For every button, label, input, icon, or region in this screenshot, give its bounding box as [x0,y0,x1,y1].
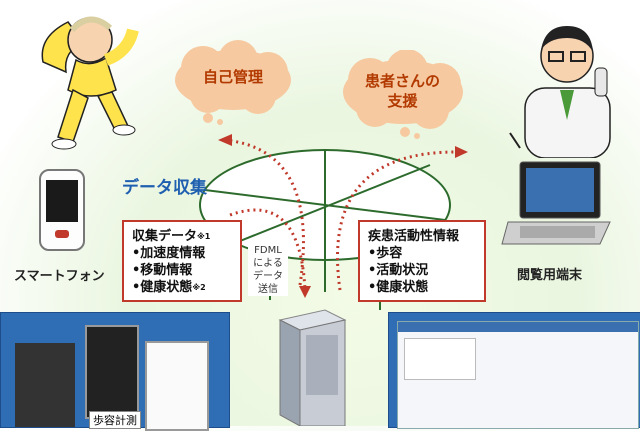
laptop-icon [501,161,611,245]
self-management-cloud [175,40,291,125]
smartphone-label: スマートフォン [14,269,105,284]
smartphone-app-screenshot: 歩容計測 [0,312,230,431]
server-icon [278,309,347,426]
patient-support-label-line1: 患者さんの [364,72,440,90]
viewer-app-screenshot [388,312,640,429]
phone-screen-2 [85,325,139,419]
self-management-label: 自己管理 [202,68,263,86]
disease-item-health: •健康状態 [368,280,429,295]
data-collection-label: データ収集 [122,178,207,198]
viewer-terminal-label: 閲覧用端末 [517,268,583,283]
collected-item-health: •健康状態※2 [132,280,206,295]
exercising-patient-illustration [41,16,139,150]
patient-support-cloud [343,50,463,139]
disease-item-activity: •活動状況 [368,263,429,278]
collected-data-title: 収集データ※1 [132,229,211,244]
disease-item-gait: •歩容 [368,246,403,261]
phone-screen-1 [15,343,75,427]
disease-activity-title: 疾患活動性情報 [368,229,460,244]
fdml-transmission-label: FDML による データ 送信 [248,244,288,296]
patient-support-label-line2: 支援 [387,92,418,110]
gait-measure-label: 歩容計測 [89,411,141,429]
phone-screen-3 [145,341,209,431]
collected-item-movement: •移動情報 [132,263,193,278]
viewer-window [397,321,639,429]
disease-activity-box: 疾患活動性情報 •歩容 •活動状況 •健康状態 [358,220,486,302]
smartphone-icon [39,169,85,251]
collected-item-acceleration: •加速度情報 [132,246,206,261]
doctor-illustration [509,26,611,158]
collected-data-box: 収集データ※1 •加速度情報 •移動情報 •健康状態※2 [122,220,242,302]
